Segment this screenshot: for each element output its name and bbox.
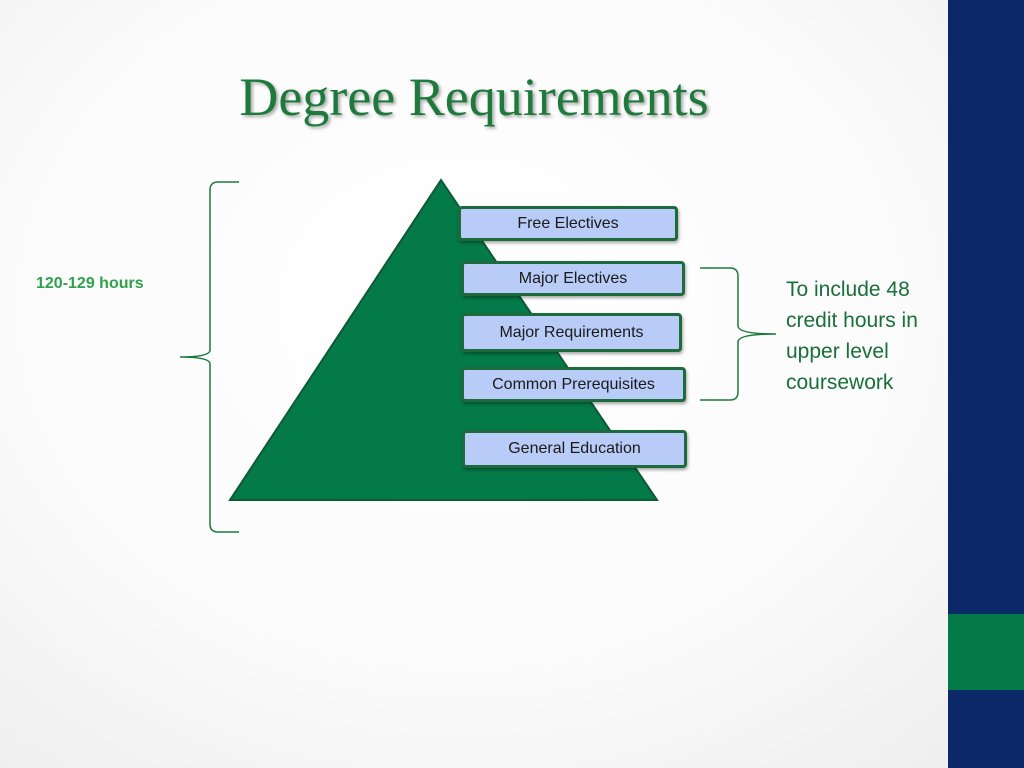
upper-level-note: To include 48 credit hours in upper leve… <box>786 278 918 394</box>
layer-free-electives: Free Electives <box>458 206 678 241</box>
total-hours-brace <box>179 181 239 533</box>
upper-level-brace <box>700 267 777 401</box>
layer-general-education: General Education <box>462 430 687 468</box>
layer-common-prerequisites: Common Prerequisites <box>461 367 686 402</box>
total-hours-label: 120-129 hours <box>36 275 144 292</box>
slide-title: Degree Requirements <box>239 67 709 127</box>
layer-major-electives: Major Electives <box>461 261 685 296</box>
layer-major-requirements: Major Requirements <box>461 313 682 352</box>
sidebar-accent-green <box>948 614 1024 690</box>
